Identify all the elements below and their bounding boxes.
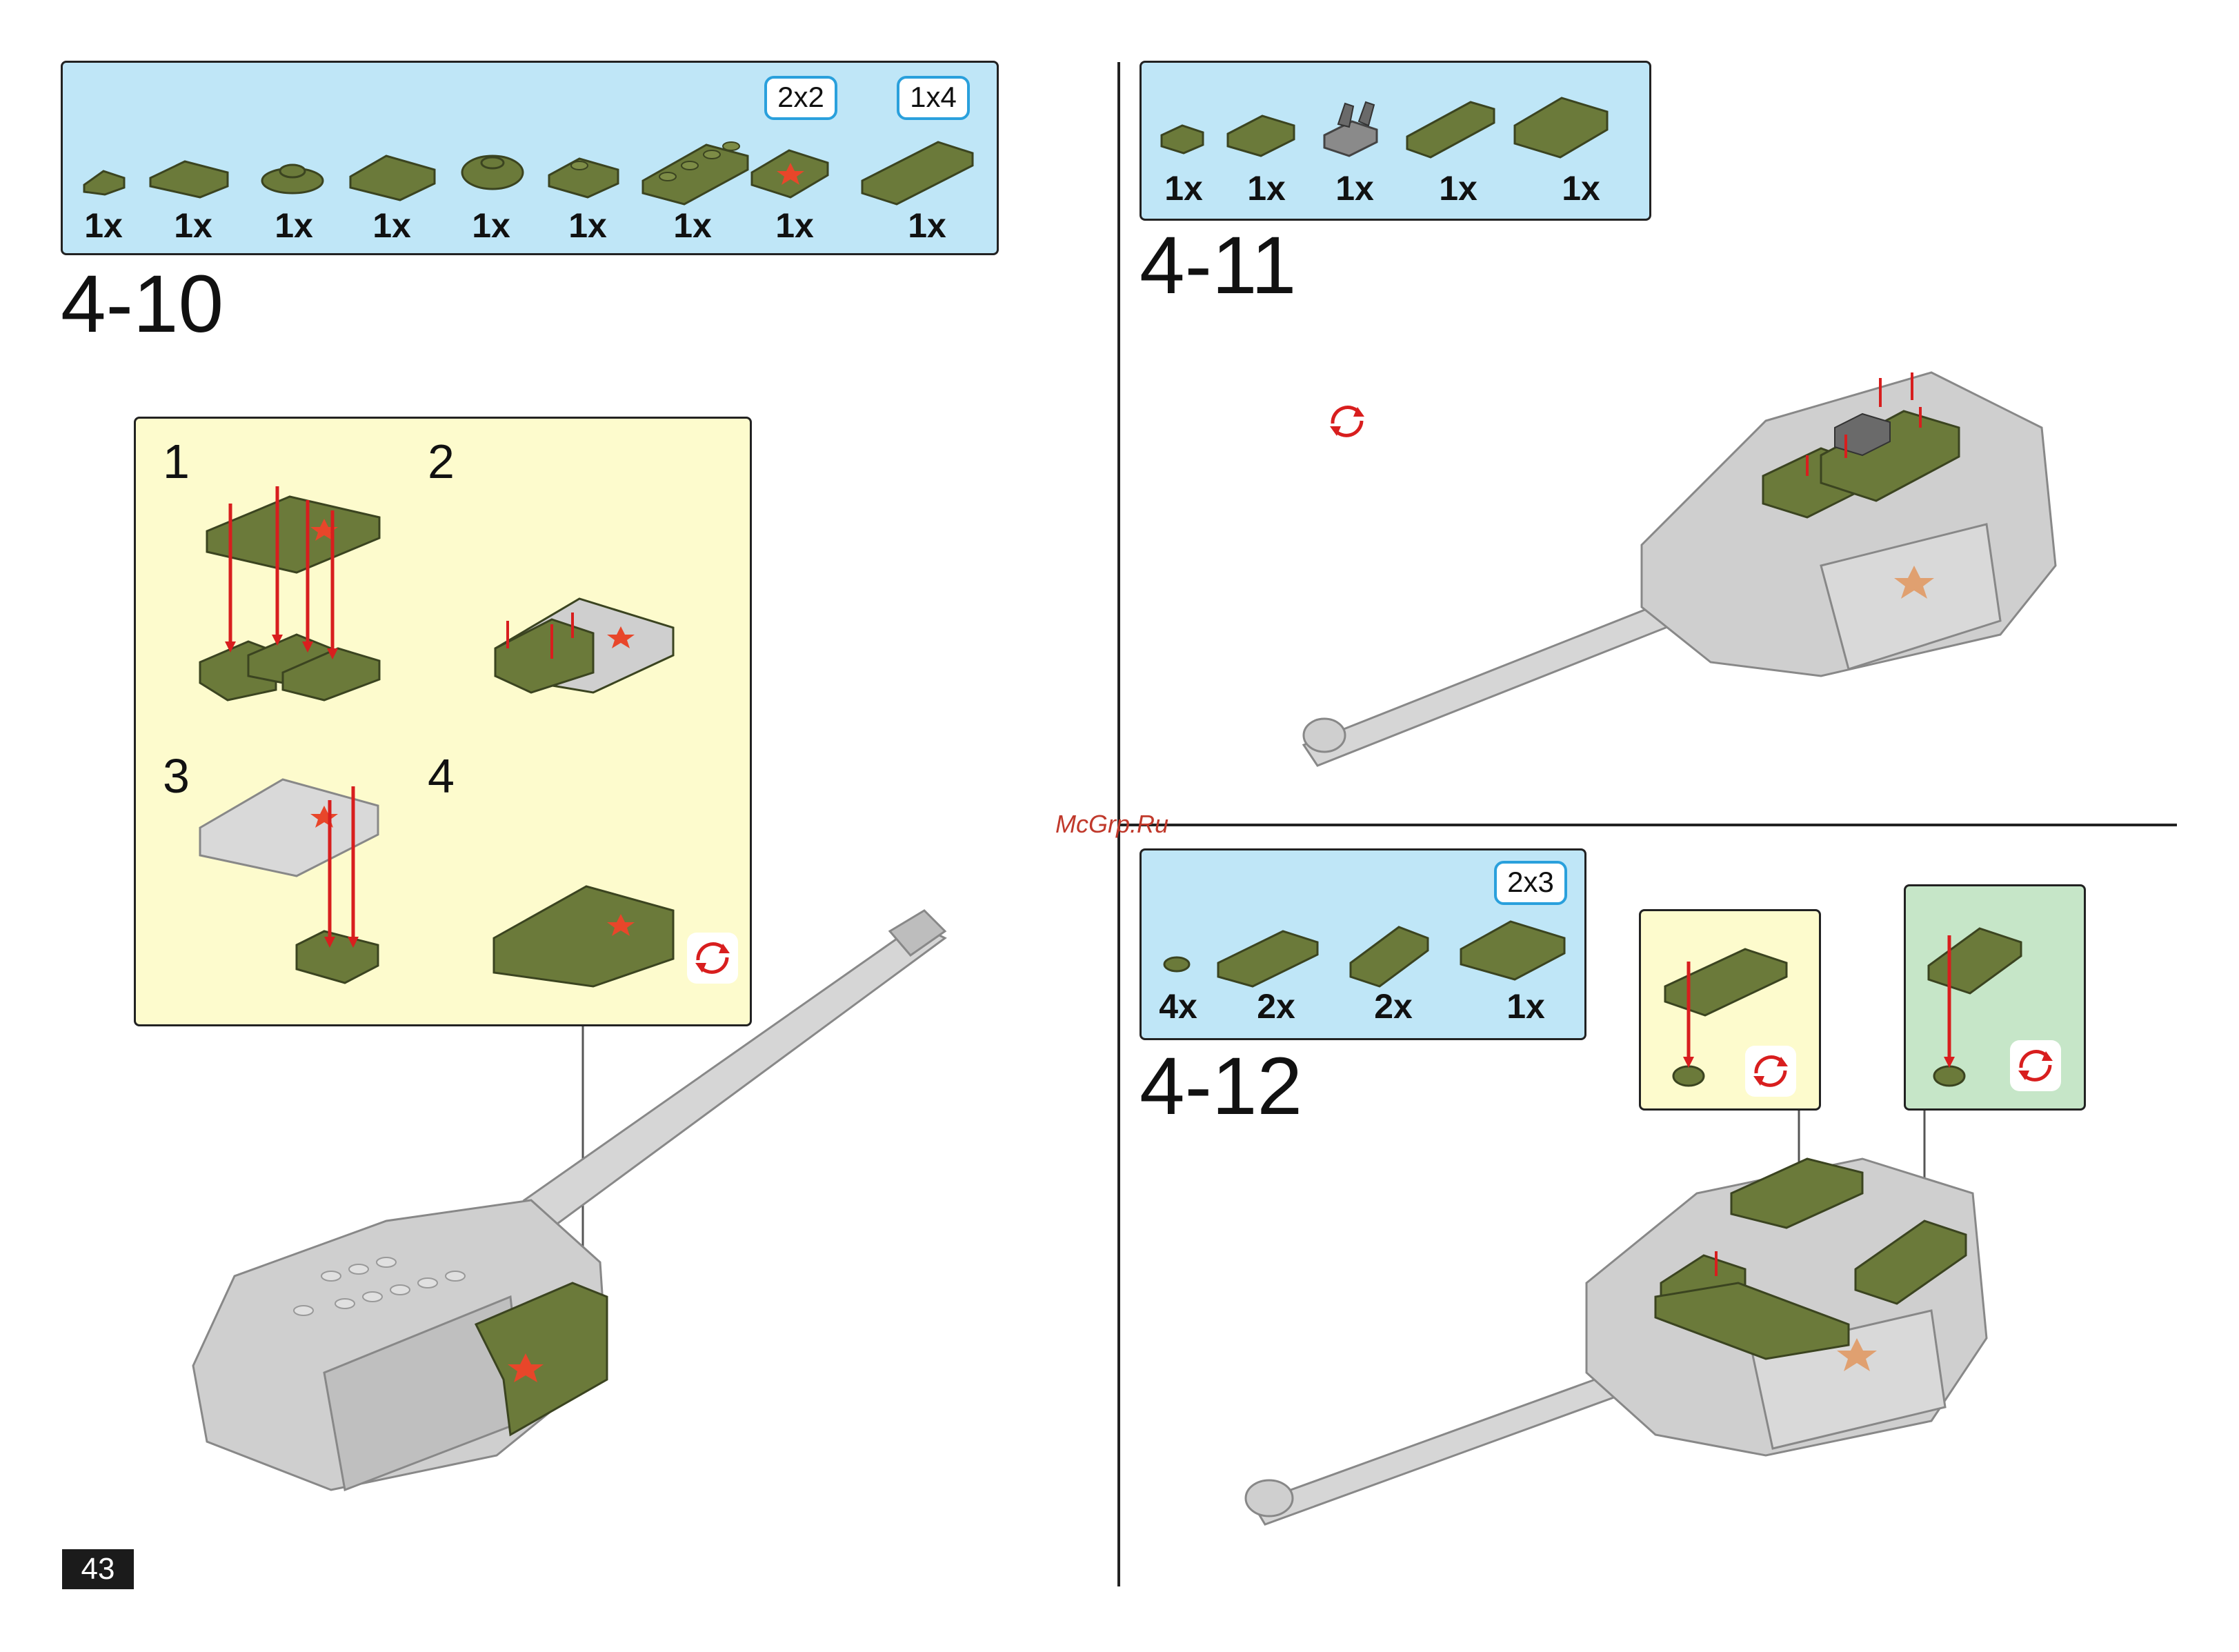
tank-turret-model-4-12: [0, 0, 2239, 1652]
